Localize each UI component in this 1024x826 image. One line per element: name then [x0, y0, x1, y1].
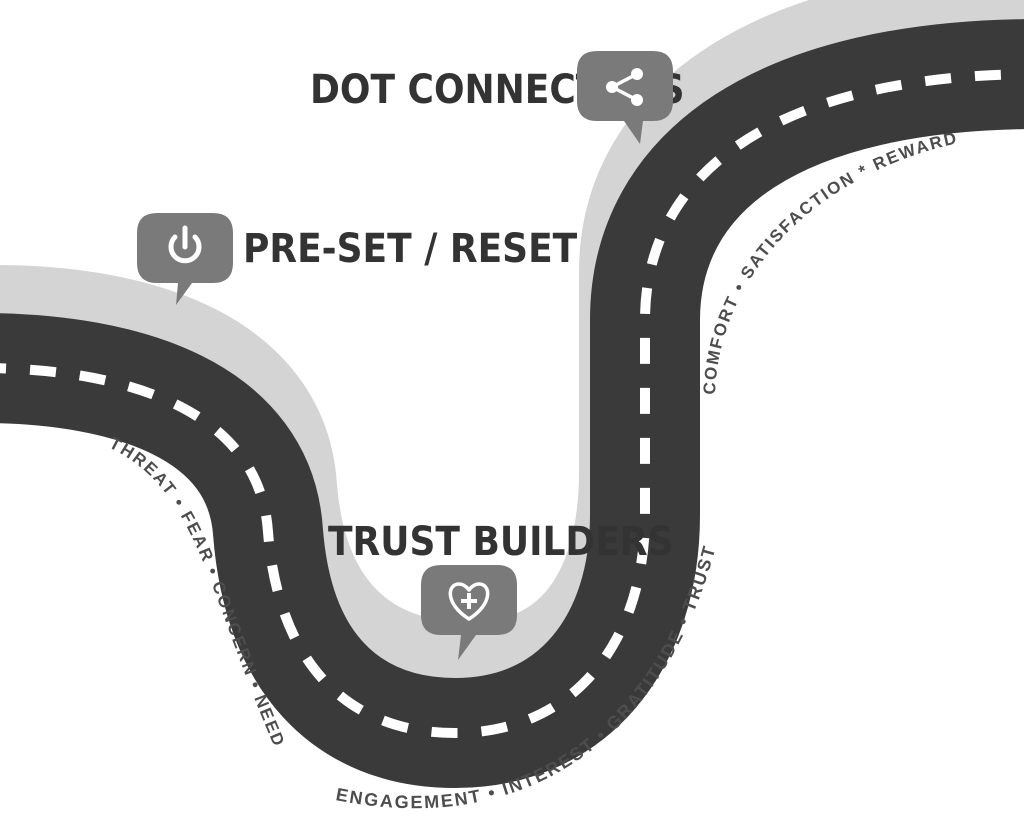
stop-dot-connectors: DOT CONNECTORS: [310, 51, 685, 144]
share-icon: [606, 68, 643, 106]
heart-plus-icon: [448, 582, 490, 621]
speech-bubble: [577, 51, 673, 144]
stop-label: PRE-SET / RESET: [243, 226, 578, 272]
stop-preset-reset: PRE-SET / RESET: [137, 213, 578, 305]
stop-label: TRUST BUILDERS: [328, 519, 674, 565]
lane-marking: [0, 69, 1024, 739]
speech-bubble: [421, 565, 517, 660]
power-icon: [168, 225, 202, 264]
stop-trust-builders: TRUST BUILDERS: [328, 519, 674, 660]
